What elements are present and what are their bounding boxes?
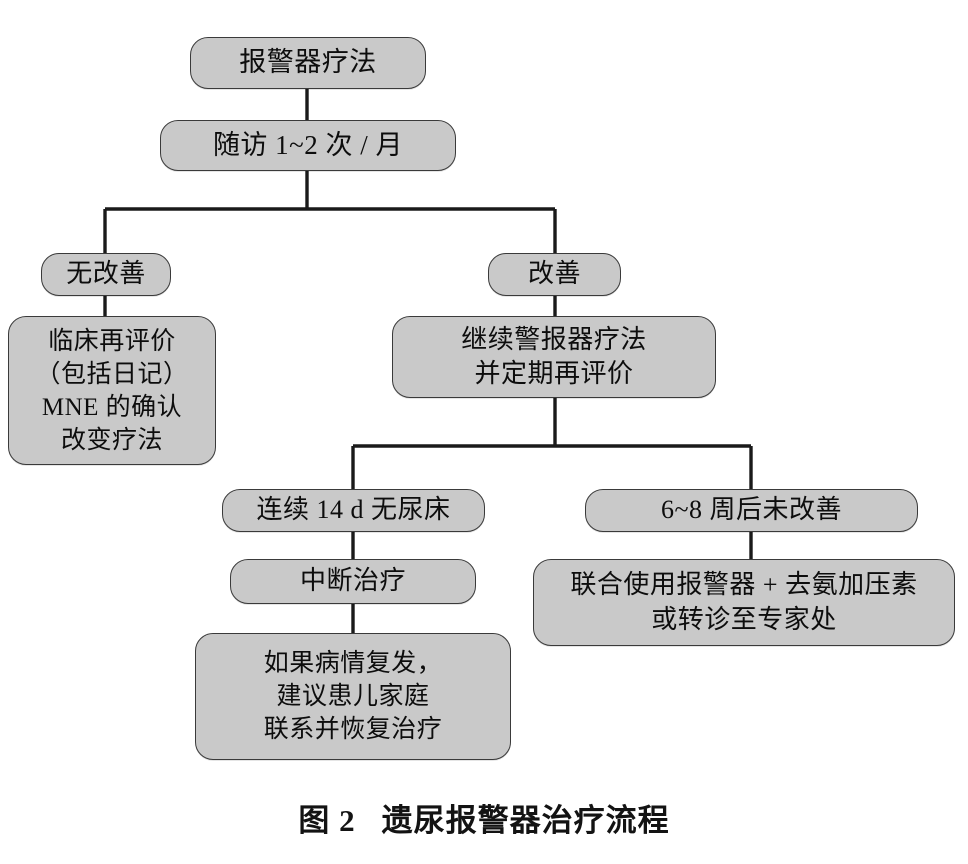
node-text-line: 联合使用报警器 + 去氨加压素 [570, 570, 918, 600]
node-text-line: （包括日记） [35, 360, 189, 388]
node-no-improvement[interactable]: 无改善 [41, 253, 171, 296]
node-text-line: 改变疗法 [60, 426, 163, 454]
node-relapse-advice[interactable]: 如果病情复发， 建议患儿家庭 联系并恢复治疗 [195, 633, 511, 760]
node-text-line: 无改善 [66, 259, 146, 289]
figure-caption-title: 遗尿报警器治疗流程 [381, 803, 670, 838]
node-text-line: 如果病情复发， [263, 650, 443, 677]
node-text-line: 报警器疗法 [239, 47, 377, 78]
node-text-line: 并定期再评价 [474, 359, 634, 388]
node-improvement[interactable]: 改善 [488, 253, 621, 296]
node-dry-14-days[interactable]: 连续 14 d 无尿床 [222, 489, 485, 532]
node-alarm-therapy[interactable]: 报警器疗法 [190, 37, 426, 89]
node-text-line: 继续警报器疗法 [461, 324, 647, 354]
node-stop-treatment[interactable]: 中断治疗 [230, 559, 476, 604]
node-text-line: 联系并恢复治疗 [263, 716, 443, 743]
node-followup[interactable]: 随访 1~2 次 / 月 [160, 120, 456, 171]
figure-caption: 图 2 遗尿报警器治疗流程 [0, 795, 968, 840]
node-text-line: 建议患儿家庭 [276, 683, 430, 710]
node-text-line: 随访 1~2 次 / 月 [212, 129, 404, 160]
node-text-line: 连续 14 d 无尿床 [256, 495, 451, 525]
node-combination-therapy[interactable]: 联合使用报警器 + 去氨加压素 或转诊至专家处 [533, 559, 955, 646]
node-text-line: 6~8 周后未改善 [660, 495, 843, 525]
node-text-line: 或转诊至专家处 [651, 604, 837, 634]
node-continue-alarm-therapy[interactable]: 继续警报器疗法 并定期再评价 [392, 316, 716, 398]
node-no-improve-6-8-weeks[interactable]: 6~8 周后未改善 [585, 489, 918, 532]
node-text-line: 改善 [527, 259, 581, 289]
node-clinical-reassessment[interactable]: 临床再评价 （包括日记） MNE 的确认 改变疗法 [8, 316, 216, 465]
node-text-line: 中断治疗 [299, 566, 406, 596]
node-text-line: MNE 的确认 [41, 393, 183, 421]
node-text-line: 临床再评价 [48, 327, 176, 355]
figure-caption-number: 图 2 [298, 803, 356, 838]
